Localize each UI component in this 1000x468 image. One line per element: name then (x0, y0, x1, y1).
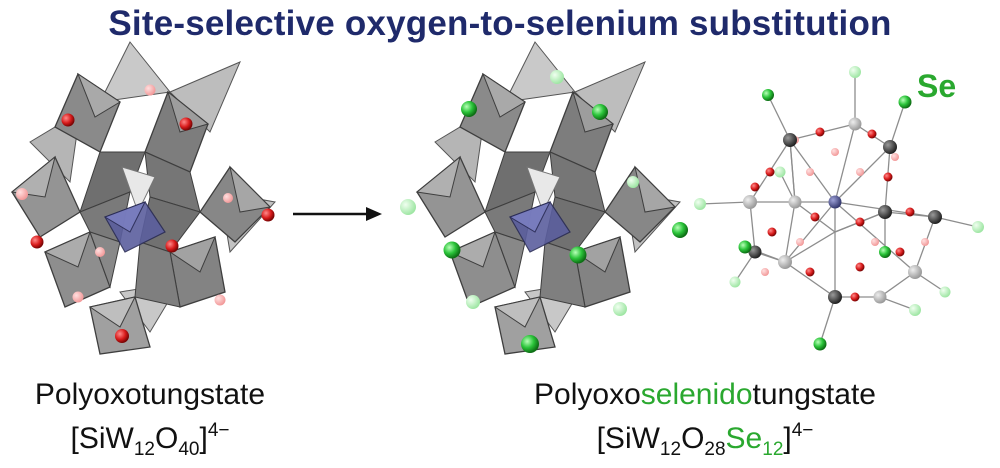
selenium-label: Se (917, 68, 957, 104)
polyoxoselenidotungstate-name: Polyoxoselenidotungstate (534, 378, 876, 411)
left-caption: Polyoxotungstate [SiW12O40]4− (0, 377, 300, 468)
polyoxotungstate-name: Polyoxotungstate (34, 378, 266, 411)
polyoxotungstate-formula: [SiW12O40]4− (70, 420, 230, 460)
right-caption: Polyoxoselenidotungstate [SiW12O28Se12]4… (470, 377, 940, 468)
polyoxoselenidotungstate-formula: [SiW12O28Se12]4− (596, 420, 814, 460)
right-arrow-icon (293, 207, 382, 221)
polyoxoselenidotungstate-structure (400, 41, 688, 355)
polyoxotungstate-structure (11, 41, 276, 355)
ball-and-stick-model (694, 66, 984, 351)
figure-title: Site-selective oxygen-to-selenium substi… (108, 4, 892, 43)
